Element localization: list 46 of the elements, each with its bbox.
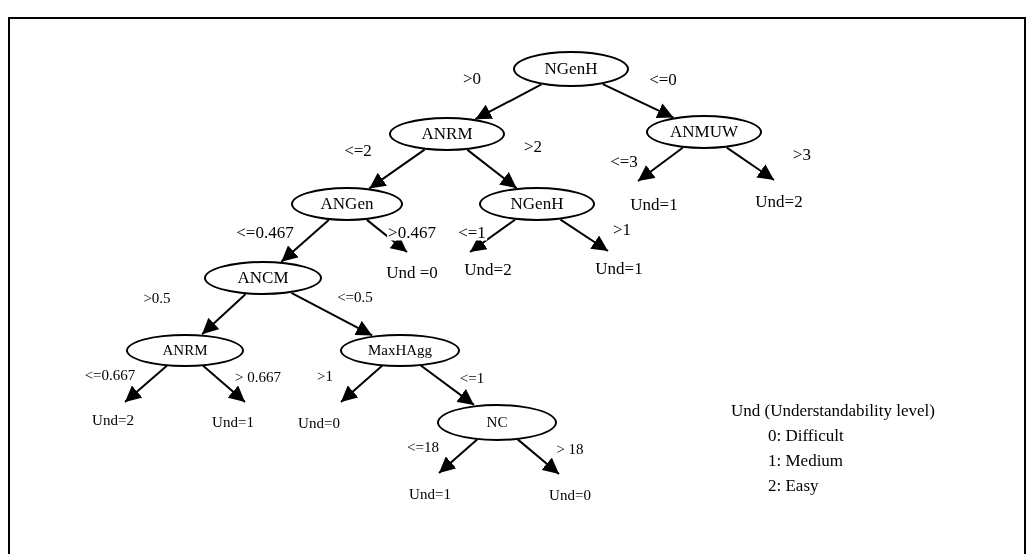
arrow (725, 146, 775, 181)
legend-entry: 0: Difficult (768, 427, 844, 444)
edge-label: > 0.667 (234, 369, 282, 385)
edge-label: > 18 (555, 441, 585, 457)
leaf-label: Und=0 (284, 402, 354, 432)
edge-label: <=1 (458, 370, 486, 386)
edge-label: <=0.667 (83, 367, 137, 383)
node-label: ANMUW (670, 122, 738, 142)
arrow (202, 364, 246, 403)
leaf-label: Und=2 (78, 402, 148, 429)
edge-label: <=0.5 (336, 289, 374, 305)
arrow (368, 148, 426, 190)
arrow (280, 219, 330, 263)
node-label: NGenH (544, 59, 598, 79)
leaf-label: Und=2 (744, 180, 814, 211)
arrow (466, 148, 518, 190)
arrow (438, 438, 479, 474)
legend-title: Und (Understandability level) (731, 402, 935, 419)
leaf-label: Und=1 (584, 251, 654, 278)
arrow (516, 438, 560, 475)
arrow (124, 364, 168, 403)
edge-label: >1 (316, 368, 334, 384)
arrow (559, 218, 609, 252)
arrow (365, 218, 408, 253)
leaf-label: Und=1 (619, 181, 689, 214)
node-label: ANGen (320, 194, 374, 214)
arrow (637, 146, 684, 182)
leaf-label: Und =0 (377, 252, 447, 282)
leaf-label: Und=0 (535, 474, 605, 504)
arrow (419, 364, 475, 406)
node-label: ANCM (237, 268, 289, 288)
arrow (201, 293, 247, 336)
node-label: MaxHAgg (367, 341, 433, 359)
arrow (469, 218, 517, 253)
arrow (340, 364, 384, 403)
leaf-label: Und=2 (453, 252, 523, 279)
leaf-label: Und=1 (198, 402, 268, 431)
edge-label: <=18 (406, 439, 440, 455)
edge-label: >0.5 (142, 290, 172, 306)
node-label: NC (486, 413, 508, 431)
node-label: ANRM (421, 124, 473, 144)
legend-entry: 1: Medium (768, 452, 844, 469)
node-label: ANRM (162, 341, 208, 359)
node-label: NGenH (510, 194, 564, 214)
leaf-label: Und=1 (395, 473, 465, 503)
legend-entry: 2: Easy (768, 477, 819, 494)
